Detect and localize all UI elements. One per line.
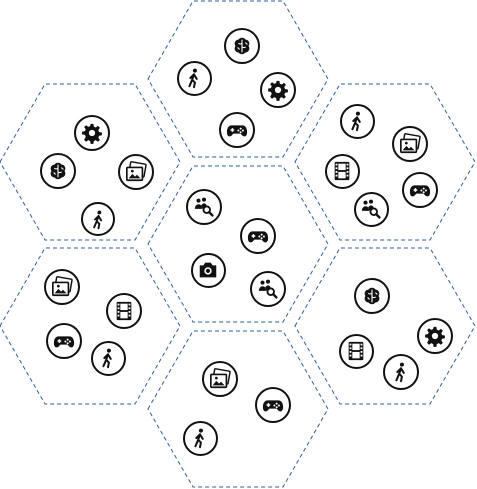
film-reel-icon: [334, 161, 350, 181]
gamepad-icon: [409, 185, 431, 197]
token-gamepad[interactable]: [402, 172, 438, 208]
token-gamepad[interactable]: [219, 112, 255, 148]
people-search-icon: [194, 197, 214, 217]
token-gear[interactable]: [417, 318, 453, 354]
hex-lower-right: [294, 247, 476, 405]
token-film-reel[interactable]: [324, 153, 360, 189]
walking-person-icon: [188, 68, 198, 89]
token-brain[interactable]: [224, 28, 260, 64]
hex-bottom: [147, 330, 329, 488]
hex-upper-left: [0, 83, 181, 241]
token-gear[interactable]: [260, 72, 296, 108]
gear-icon: [425, 326, 445, 347]
photo-album-icon: [126, 161, 147, 182]
walking-person-icon: [194, 428, 204, 449]
film-reel-icon: [116, 301, 132, 321]
people-search-icon: [258, 279, 278, 299]
token-gamepad[interactable]: [240, 218, 276, 254]
walking-person-icon: [102, 348, 112, 369]
brain-icon: [50, 162, 66, 180]
token-film-reel[interactable]: [338, 333, 374, 369]
brain-icon: [364, 287, 380, 305]
gamepad-icon: [226, 125, 248, 137]
photo-album-icon: [400, 133, 421, 154]
film-reel-icon: [348, 341, 364, 361]
token-gamepad[interactable]: [255, 387, 291, 423]
token-film-reel[interactable]: [106, 293, 142, 329]
token-walking-person[interactable]: [81, 202, 115, 236]
token-camera[interactable]: [190, 252, 226, 288]
photo-album-icon: [52, 276, 73, 297]
photo-album-icon: [210, 368, 231, 389]
camera-icon: [199, 262, 217, 278]
token-walking-person[interactable]: [383, 354, 419, 390]
token-walking-person[interactable]: [90, 340, 126, 376]
hex-lower-left: [0, 247, 181, 405]
walking-person-icon: [92, 210, 102, 229]
walking-person-icon: [395, 362, 405, 383]
people-search-icon: [361, 199, 381, 219]
gamepad-icon: [262, 400, 284, 412]
token-photo-album[interactable]: [202, 361, 238, 397]
token-gamepad[interactable]: [46, 323, 82, 359]
gamepad-icon: [53, 336, 75, 348]
token-brain[interactable]: [40, 153, 76, 189]
hex-upper-right: [294, 83, 476, 241]
brain-icon: [234, 37, 250, 55]
token-gear[interactable]: [74, 115, 110, 151]
token-walking-person[interactable]: [176, 60, 212, 96]
token-photo-album[interactable]: [392, 126, 428, 162]
token-walking-person[interactable]: [339, 103, 375, 139]
gear-icon: [268, 80, 288, 101]
token-brain[interactable]: [354, 278, 390, 314]
token-people-search[interactable]: [250, 271, 286, 307]
token-people-search[interactable]: [186, 189, 222, 225]
hex-center: [147, 165, 329, 323]
gamepad-icon: [247, 231, 269, 243]
token-people-search[interactable]: [353, 191, 389, 227]
token-photo-album[interactable]: [118, 154, 154, 190]
token-walking-person[interactable]: [182, 420, 218, 456]
hex-top: [147, 0, 329, 158]
gear-icon: [82, 123, 102, 144]
token-photo-album[interactable]: [44, 269, 80, 305]
walking-person-icon: [351, 111, 361, 132]
